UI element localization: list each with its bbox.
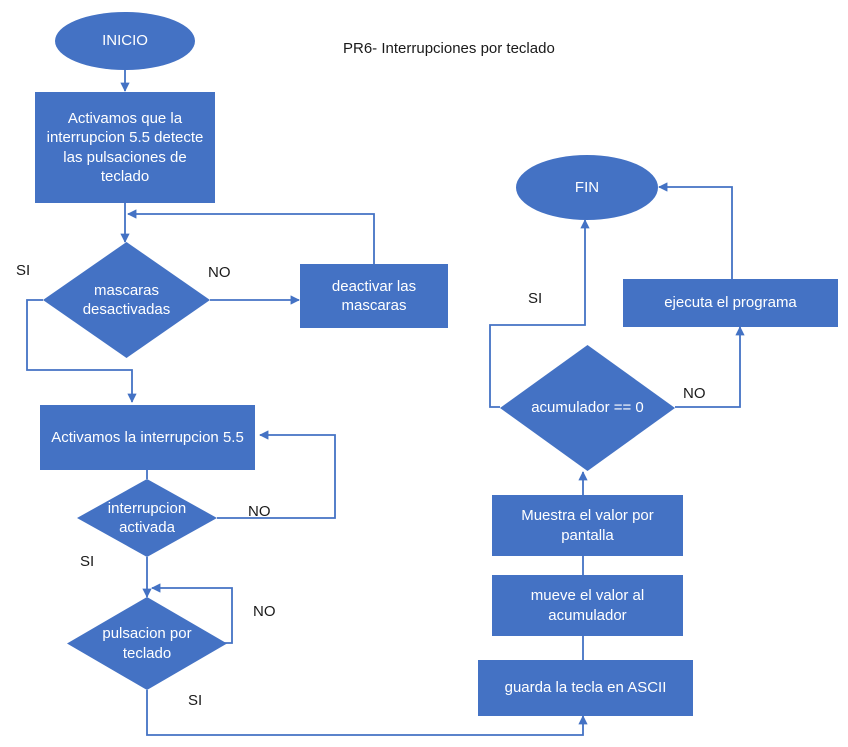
- node-mascaras-desactivadas-label: mascaras desactivadas: [82, 281, 171, 318]
- node-fin[interactable]: FIN: [516, 155, 658, 220]
- edge-label-mascaras-no: NO: [208, 264, 231, 281]
- edge-label-interrupcion-activada-no: NO: [248, 503, 271, 520]
- node-deactivar-mascaras-label: deactivar las mascaras: [331, 277, 417, 314]
- node-interrupcion-activada[interactable]: interrupcion activada: [77, 479, 217, 557]
- edge-label-acumulador-si: SI: [528, 290, 543, 307]
- node-guarda-tecla-ascii-label: guarda la tecla en ASCII: [504, 679, 667, 697]
- edge-label-interrupcion-activada-si: SI: [80, 553, 95, 570]
- node-mueve-valor-acumulador[interactable]: mueve el valor al acumulador: [492, 575, 683, 636]
- node-inicio-label: INICIO: [102, 32, 148, 50]
- node-mueve-valor-acumulador-label: mueve el valor al acumulador: [530, 587, 645, 624]
- node-inicio[interactable]: INICIO: [55, 12, 195, 70]
- node-pulsacion-por-teclado-label: pulsacion por teclado: [102, 625, 192, 662]
- node-pulsacion-por-teclado[interactable]: pulsacion por teclado: [67, 597, 227, 690]
- node-activamos-deteccion[interactable]: Activamos que la interrupcion 5.5 detect…: [35, 92, 215, 203]
- edge-label-acumulador-no: NO: [683, 385, 706, 402]
- node-guarda-tecla-ascii[interactable]: guarda la tecla en ASCII: [478, 660, 693, 716]
- node-ejecuta-programa[interactable]: ejecuta el programa: [623, 279, 838, 327]
- node-activamos-interrupcion-55-label: Activamos la interrupcion 5.5: [51, 428, 244, 446]
- edge-ejecuta-to-fin: [658, 182, 733, 279]
- node-fin-label: FIN: [574, 178, 600, 196]
- node-acumulador-igual-cero-label: acumulador == 0: [531, 399, 644, 417]
- node-deactivar-mascaras[interactable]: deactivar las mascaras: [300, 264, 448, 328]
- edge-label-pulsacion-no: NO: [253, 603, 276, 620]
- page-title: PR6- Interrupciones por teclado: [343, 40, 555, 57]
- node-activamos-deteccion-label: Activamos que la interrupcion 5.5 detect…: [46, 110, 204, 185]
- edge-label-mascaras-si: SI: [16, 262, 31, 279]
- node-activamos-interrupcion-55[interactable]: Activamos la interrupcion 5.5: [40, 405, 255, 470]
- node-mascaras-desactivadas[interactable]: mascaras desactivadas: [43, 242, 210, 358]
- node-interrupcion-activada-label: interrupcion activada: [107, 499, 187, 536]
- node-muestra-valor-pantalla[interactable]: Muestra el valor por pantalla: [492, 495, 683, 556]
- node-muestra-valor-pantalla-label: Muestra el valor por pantalla: [521, 507, 654, 544]
- node-ejecuta-programa-label: ejecuta el programa: [664, 294, 797, 312]
- node-acumulador-igual-cero[interactable]: acumulador == 0: [500, 345, 675, 471]
- edge-label-pulsacion-si: SI: [188, 692, 203, 709]
